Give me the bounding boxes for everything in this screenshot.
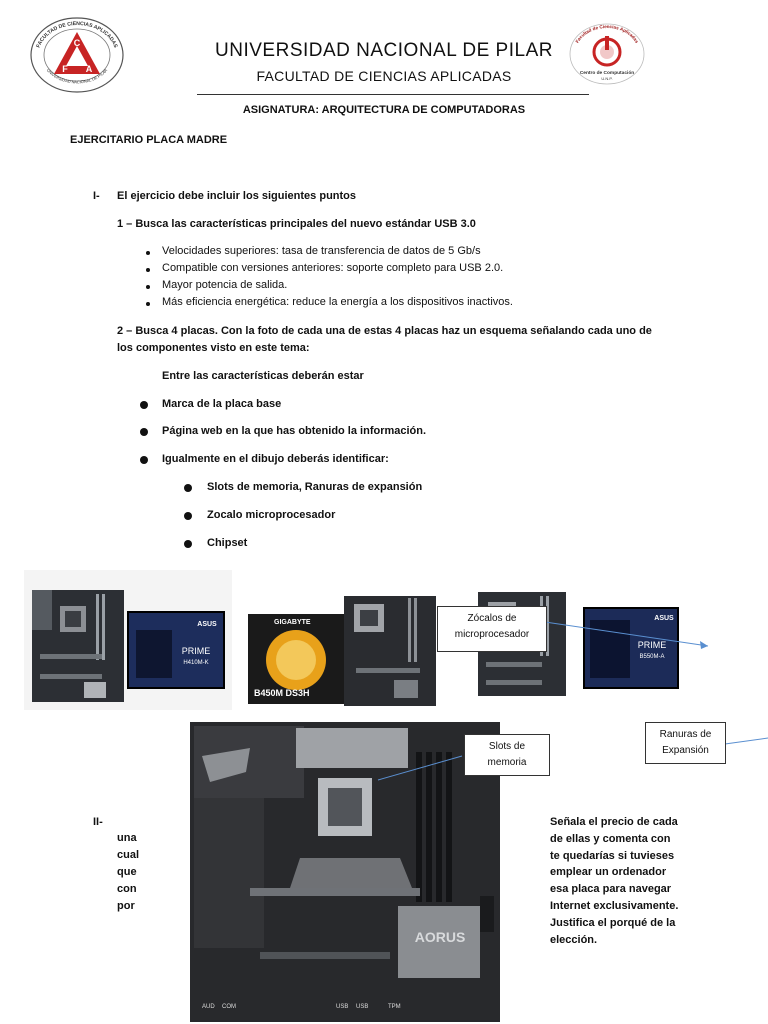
board-label-usb-2: USB [356, 1004, 368, 1010]
computing-center-logo: Facultad de Ciencias Aplicadas Centro de… [568, 22, 646, 86]
university-title: UNIVERSIDAD NACIONAL DE PILAR [215, 40, 553, 61]
callout-expansion-slots: Ranuras de Expansión [645, 722, 726, 764]
callout-memory-slots: Slots de memoria [464, 734, 550, 776]
bullet-dot [140, 428, 148, 436]
motherboard-photo-asus-h410m: ASUS PRIME H410M-K [24, 570, 232, 710]
callout-memory-slots-line-2: memoria [487, 757, 527, 768]
doc-title: EJERCITARIO PLACA MADRE [70, 134, 228, 146]
callout-processor-socket-line-2: microprocesador [454, 629, 530, 640]
box-model-text: PRIME [638, 640, 667, 650]
item-brand: Marca de la placa base [162, 398, 282, 410]
usb-feature-4: Más eficiencia energética: reduce la ene… [162, 296, 513, 308]
subitem-socket: Zocalo microprocesador [207, 509, 336, 521]
section-2-right-line: emplear un ordenador [550, 866, 667, 878]
usb-feature-2: Compatible con versiones anteriores: sop… [162, 262, 504, 274]
section-2-left-word: que [117, 866, 137, 878]
section-1-roman: I- [93, 190, 100, 202]
board-logo-text: AORUS [415, 929, 466, 945]
box-sub-text: B550M-A [639, 654, 664, 660]
logo-letter-f: F [62, 64, 68, 74]
box-brand-text: ASUS [197, 621, 217, 628]
box-model-text: PRIME [182, 646, 211, 656]
item-identify: Igualmente en el dibujo deberás identifi… [162, 453, 389, 465]
faculty-title: FACULTAD DE CIENCIAS APLICADAS [256, 68, 512, 84]
section-2-right-line: te quedarías si tuvieses [550, 850, 675, 862]
section-2-left-word: una [117, 832, 137, 844]
motherboard-photo-aorus: AORUS AUD COM USB USB TPM [150, 712, 538, 1024]
callout-processor-socket-line-1: Zócalos de [467, 613, 517, 624]
subitem-chipset: Chipset [207, 537, 248, 549]
right-logo-bottom-text-2: U.N.P. [601, 76, 612, 81]
box-brand-text: GIGABYTE [274, 619, 311, 626]
logo-letter-c: C [74, 38, 81, 48]
section-2-right-line: Internet exclusivamente. [550, 900, 679, 912]
section-2-left-word: por [117, 900, 135, 912]
board-label-usb-1: USB [336, 1004, 348, 1010]
section-2-roman: II- [93, 816, 103, 828]
question-2-line-2: los componentes visto en este tema: [117, 342, 310, 354]
logo-letter-a: A [86, 64, 93, 74]
section-2-left-word: con [117, 883, 137, 895]
bullet-dot [184, 484, 192, 492]
section-2-right-line: Justifica el porqué de la [550, 917, 676, 929]
bullet-dot [184, 540, 192, 548]
characteristics-intro: Entre las características deberán estar [162, 370, 364, 382]
bullet-dot [140, 456, 148, 464]
usb-feature-3: Mayor potencia de salida. [162, 279, 288, 291]
question-1: 1 – Busca las características principale… [117, 218, 476, 230]
bullet-dot [146, 251, 150, 255]
board-label-tpm: TPM [388, 1004, 401, 1010]
bullet-dot [184, 512, 192, 520]
bullet-dot [146, 302, 150, 306]
header-divider [197, 94, 589, 95]
bullet-dot [146, 285, 150, 289]
question-2-line-1: 2 – Busca 4 placas. Con la foto de cada … [117, 325, 652, 337]
section-2-right-line: de ellas y comenta con [550, 833, 671, 845]
callout-expansion-slots-line-2: Expansión [662, 745, 709, 756]
bullet-dot [140, 401, 148, 409]
box-model-text: B450M DS3H [254, 688, 310, 698]
box-brand-text: ASUS [654, 615, 674, 622]
right-logo-bottom-text: Centro de Computación [580, 70, 634, 76]
callout-expansion-slots-line-1: Ranuras de [659, 729, 712, 740]
section-2-right-line: Señala el precio de cada [550, 816, 678, 828]
section-2-right-line: esa placa para navegar [550, 883, 672, 895]
board-label-com: COM [222, 1004, 236, 1010]
usb-feature-1: Velocidades superiores: tasa de transfer… [162, 245, 481, 257]
section-2-left-word: cual [117, 849, 140, 861]
box-sub-text: H410M-K [183, 660, 208, 666]
section-2-right-line: elección. [550, 934, 598, 946]
subitem-slots: Slots de memoria, Ranuras de expansión [207, 481, 423, 493]
item-webpage: Página web en la que has obtenido la inf… [162, 425, 427, 437]
subject-heading: ASIGNATURA: ARQUITECTURA DE COMPUTADORAS [242, 104, 526, 116]
section-1-heading: El ejercicio debe incluir los siguientes… [117, 190, 357, 202]
faculty-logo: C F A FACULTAD DE CIENCIAS APLICADAS UNI… [28, 16, 126, 94]
callout-processor-socket: Zócalos de microprocesador [437, 606, 547, 652]
motherboard-photo-gigabyte-b450m: GIGABYTE B450M DS3H [244, 584, 440, 708]
board-label-aud: AUD [202, 1004, 215, 1010]
bullet-dot [146, 268, 150, 272]
callout-memory-slots-line-1: Slots de [488, 741, 526, 752]
